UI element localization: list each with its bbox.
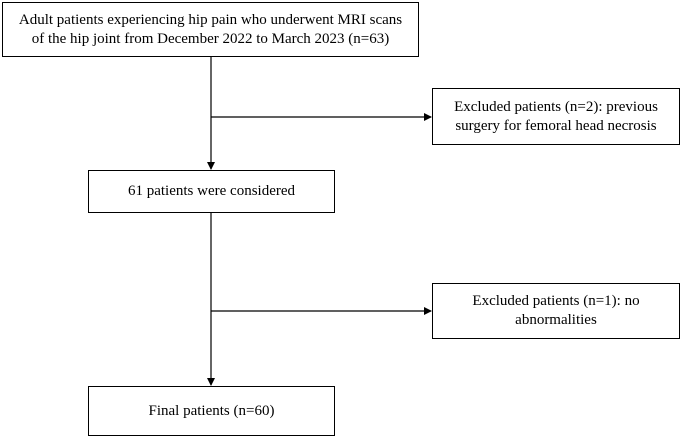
- exclusion-2-line-2: abnormalities: [515, 312, 597, 328]
- initial-cohort-box: Adult patients experiencing hip pain who…: [2, 2, 419, 57]
- exclusion-2-line-1: Excluded patients (n=1): no: [472, 293, 640, 309]
- initial-cohort-line-2: of the hip joint from December 2022 to M…: [31, 30, 390, 47]
- exclusion-1-line-1: Excluded patients (n=2): previous: [454, 98, 658, 115]
- considered-box: 61 patients were considered: [88, 170, 335, 213]
- considered-line-1: 61 patients were considered: [127, 183, 296, 199]
- final-patients-line-1: Final patients (n=60): [148, 402, 275, 419]
- exclusion-1-line-2: surgery for femoral head necrosis: [455, 117, 657, 134]
- exclusion-box-1: Excluded patients (n=2): previous surger…: [432, 88, 680, 145]
- final-patients-box: Final patients (n=60): [88, 386, 335, 436]
- initial-cohort-line-1: Adult patients experiencing hip pain who…: [18, 11, 403, 28]
- exclusion-box-2: Excluded patients (n=1): no abnormalitie…: [432, 283, 680, 339]
